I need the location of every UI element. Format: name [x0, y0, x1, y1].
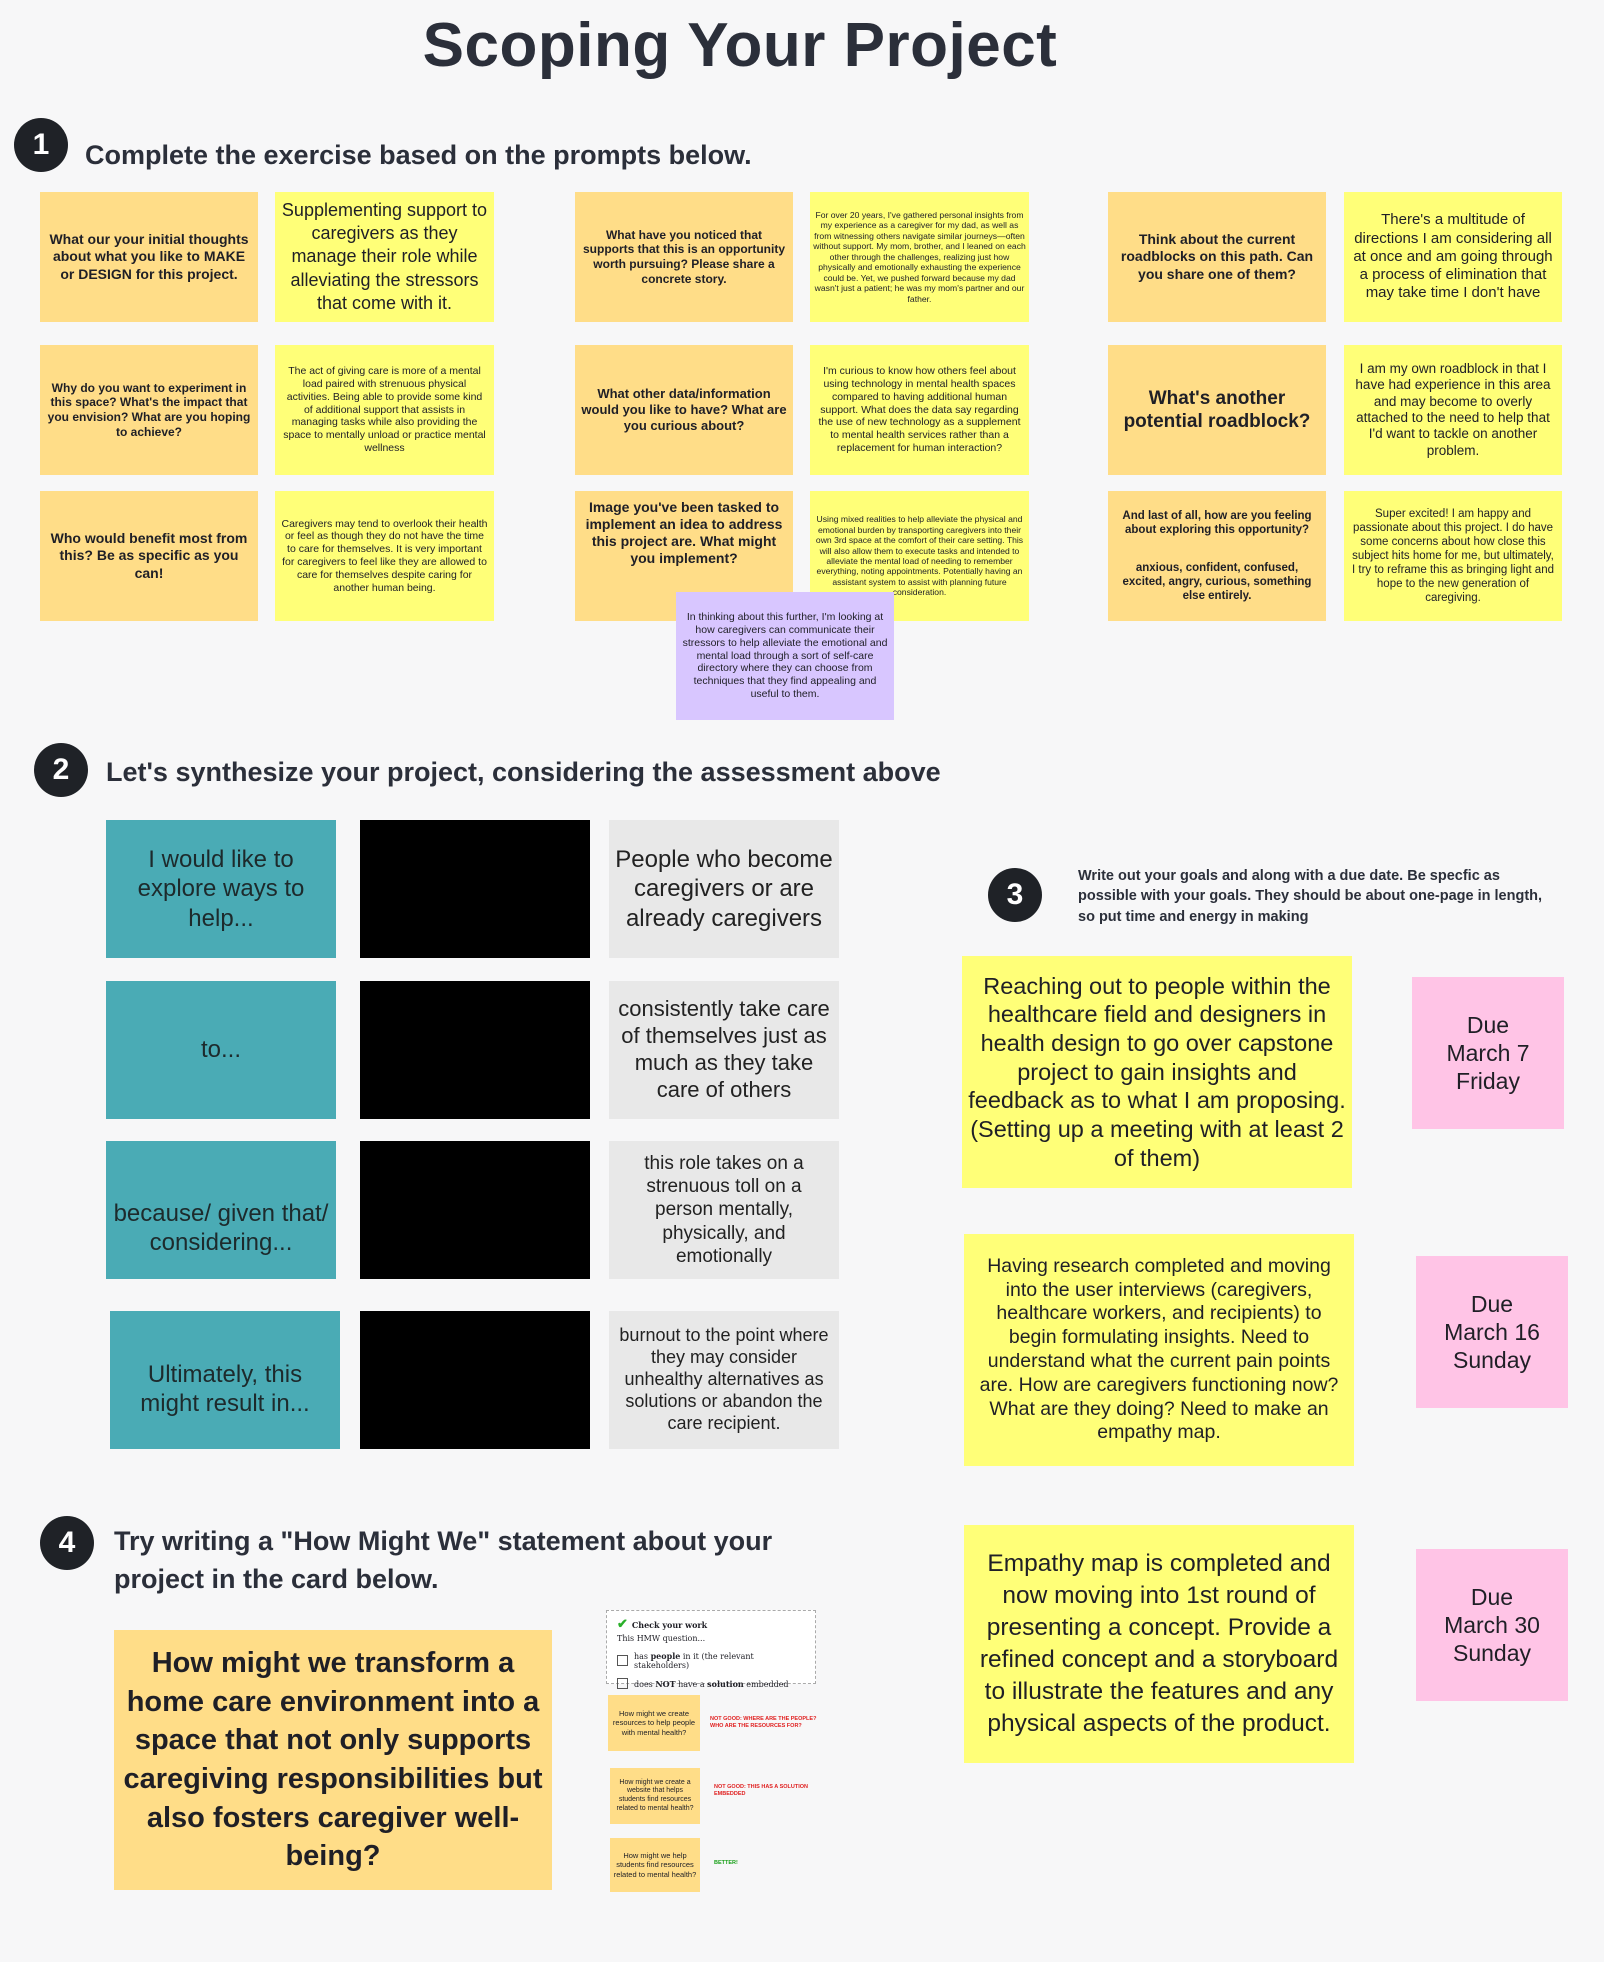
section-2-title: Let's synthesize your project, consideri…	[106, 757, 941, 787]
goal-note[interactable]: Reaching out to people within the health…	[962, 956, 1352, 1188]
prompt-note[interactable]: What have you noticed that supports that…	[575, 192, 793, 322]
prompt-text: And last of all, how are you feeling abo…	[1122, 509, 1312, 536]
prompt-note[interactable]: What other data/information would you li…	[575, 345, 793, 475]
redacted-note[interactable]	[360, 1141, 590, 1279]
due-label: Due	[1470, 1583, 1514, 1610]
checkbox[interactable]	[617, 1655, 628, 1666]
step-number-4: 4	[40, 1516, 94, 1570]
prompt-note[interactable]: What's another potential roadblock?	[1108, 345, 1326, 475]
answer-note[interactable]: Caregivers may tend to overlook their he…	[275, 491, 494, 621]
follow-up-note[interactable]: In thinking about this further, I'm look…	[676, 592, 894, 720]
synthesis-answer-note[interactable]: this role takes on a strenuous toll on a…	[609, 1141, 839, 1279]
page-title: Scoping Your Project	[422, 11, 1058, 80]
hmw-example-note[interactable]: How might we create resources to help pe…	[608, 1695, 700, 1751]
prompt-note[interactable]: Who would benefit most from this? Be as …	[40, 491, 258, 621]
answer-note[interactable]: Using mixed realities to help alleviate …	[810, 491, 1029, 621]
hmw-statement-card[interactable]: How might we transform a home care envir…	[114, 1630, 552, 1890]
redacted-note[interactable]	[360, 1311, 590, 1449]
synthesis-answer-note[interactable]: People who become caregivers or are alre…	[609, 820, 839, 958]
step-number-2: 2	[34, 743, 88, 797]
due-date: March 30	[1444, 1611, 1540, 1638]
due-date-note[interactable]: Due March 16 Sunday	[1416, 1256, 1568, 1408]
example-verdict: BETTER!	[714, 1860, 738, 1866]
hmw-example-note[interactable]: How might we create a website that helps…	[610, 1768, 700, 1824]
example-verdict: NOT GOOD: WHERE ARE THE PEOPLE? WHO ARE …	[710, 1716, 817, 1730]
answer-note[interactable]: There's a multitude of directions I am c…	[1344, 192, 1562, 322]
example-verdict: NOT GOOD: THIS HAS A SOLUTION EMBEDDED	[714, 1784, 809, 1798]
answer-note[interactable]: I am my own roadblock in that I have had…	[1344, 345, 1562, 475]
answer-note[interactable]: The act of giving care is more of a ment…	[275, 345, 494, 475]
due-date: March 16	[1444, 1318, 1540, 1345]
prompt-note[interactable]: Why do you want to experiment in this sp…	[40, 345, 258, 475]
synthesis-lead-note[interactable]: Ultimately, this might result in...	[110, 1311, 340, 1449]
prompt-note[interactable]: And last of all, how are you feeling abo…	[1108, 491, 1326, 621]
checkmark-icon: ✔	[617, 1617, 628, 1632]
step-number-1: 1	[14, 118, 68, 172]
section-4-title: Try writing a "How Might We" statement a…	[114, 1526, 773, 1595]
checkbox[interactable]	[617, 1678, 628, 1689]
redacted-note[interactable]	[360, 820, 590, 958]
answer-note[interactable]: For over 20 years, I've gathered persona…	[810, 192, 1029, 322]
check-item-solution: does NOT have a solution embedded	[617, 1678, 805, 1689]
prompt-note[interactable]: What our your initial thoughts about wha…	[40, 192, 258, 322]
redacted-note[interactable]	[360, 981, 590, 1119]
section-1-title: Complete the exercise based on the promp…	[85, 140, 752, 170]
check-your-work-card: ✔ Check your work This HMW question... h…	[606, 1610, 816, 1689]
goal-note[interactable]: Having research completed and moving int…	[964, 1234, 1354, 1466]
goal-note[interactable]: Empathy map is completed and now moving …	[964, 1525, 1354, 1763]
synthesis-answer-note[interactable]: consistently take care of themselves jus…	[609, 981, 839, 1119]
synthesis-answer-note[interactable]: burnout to the point where they may cons…	[609, 1311, 839, 1449]
step-number-3: 3	[988, 868, 1042, 922]
check-heading: Check your work	[631, 1619, 708, 1630]
answer-note[interactable]: I'm curious to know how others feel abou…	[810, 345, 1029, 475]
check-item-people: has people in it (the relevant stakehold…	[617, 1651, 805, 1670]
answer-note[interactable]: Supplementing support to caregivers as t…	[275, 192, 494, 322]
synthesis-lead-note[interactable]: because/ given that/ considering...	[106, 1141, 336, 1279]
check-item-text: has people in it (the relevant stakehold…	[634, 1651, 754, 1670]
hmw-example-note[interactable]: How might we help students find resource…	[610, 1838, 700, 1892]
check-heading-row: ✔ Check your work	[617, 1617, 805, 1632]
check-item-text: does NOT have a solution embedded	[634, 1678, 789, 1689]
section-3-title: Write out your goals and along with a du…	[1078, 868, 1543, 925]
synthesis-lead-note[interactable]: to...	[106, 981, 336, 1119]
check-subheading: This HMW question...	[617, 1634, 706, 1643]
prompt-options: anxious, confident, confused, excited, a…	[1122, 561, 1312, 602]
due-label: Due	[1466, 1011, 1510, 1038]
due-label: Due	[1470, 1290, 1514, 1317]
prompt-note[interactable]: Think about the current roadblocks on th…	[1108, 192, 1326, 322]
due-day: Sunday	[1452, 1640, 1531, 1667]
due-date-note[interactable]: Due March 30 Sunday	[1416, 1549, 1568, 1701]
answer-note[interactable]: Super excited! I am happy and passionate…	[1344, 491, 1562, 621]
due-day: Friday	[1456, 1068, 1520, 1095]
due-date-note[interactable]: Due March 7 Friday	[1412, 977, 1564, 1129]
due-day: Sunday	[1452, 1347, 1531, 1374]
synthesis-lead-note[interactable]: I would like to explore ways to help...	[106, 820, 336, 958]
due-date: March 7	[1446, 1039, 1530, 1066]
